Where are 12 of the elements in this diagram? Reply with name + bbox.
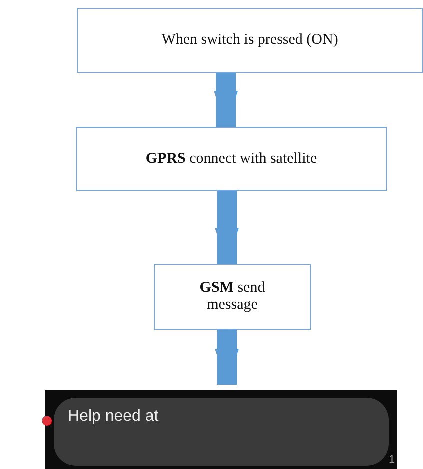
box-text: When switch is pressed (ON) [162,32,338,49]
block-arrow [215,330,239,385]
process-box [77,8,423,73]
message-bubble [54,398,389,466]
block-arrow [215,191,239,264]
box-text: GPRS connect with satellite [146,150,318,168]
process-box [76,127,387,191]
box-text: GSM send message [198,280,266,314]
block-arrow [214,73,238,127]
message-counter: 1 [389,454,396,466]
process-box [154,264,311,330]
message-text: Help need at [68,408,159,426]
